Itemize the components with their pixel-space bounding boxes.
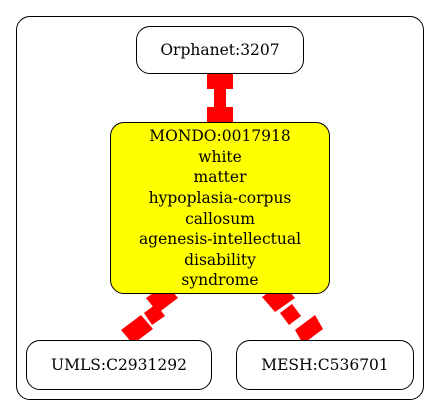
node-mesh[interactable]: MESH:C536701 [236, 340, 414, 390]
node-orphanet-label: Orphanet:3207 [160, 41, 280, 59]
node-umls[interactable]: UMLS:C2931292 [26, 340, 212, 390]
cluster-frame [16, 16, 424, 400]
node-mondo-label-line: syndrome [181, 271, 259, 290]
node-mondo[interactable]: MONDO:0017918 white matter hypoplasia-co… [110, 122, 330, 294]
node-mesh-label: MESH:C536701 [261, 356, 389, 374]
node-mondo-label-line: disability [184, 250, 256, 269]
node-mondo-label-line: matter [193, 168, 247, 187]
edge-orphanet-mondo [207, 69, 233, 127]
node-mondo-label-line: callosum [185, 209, 255, 228]
node-orphanet[interactable]: Orphanet:3207 [136, 26, 304, 74]
node-mondo-label-line: agenesis-intellectual [138, 230, 302, 249]
node-mondo-label-line: hypoplasia-corpus [148, 188, 292, 207]
node-umls-label: UMLS:C2931292 [51, 356, 187, 374]
node-mondo-label-line: MONDO:0017918 [149, 127, 291, 146]
node-mondo-label-line: white [198, 147, 242, 166]
